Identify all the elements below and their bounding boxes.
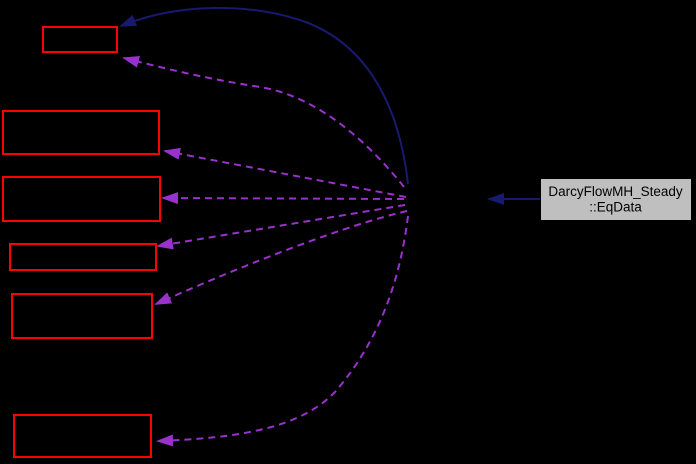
inheritance-edge-to-node-1 <box>119 7 409 185</box>
usage-edge-to-node-3 <box>161 192 405 205</box>
main-node-label-line-1: DarcyFlowMH_Steady <box>548 184 683 199</box>
main-node-box[interactable] <box>540 178 692 221</box>
truncated-node-6[interactable] <box>13 414 152 458</box>
truncated-node-3[interactable] <box>2 176 161 222</box>
main-node-label-line-2: ::EqData <box>589 200 642 215</box>
truncated-node-5[interactable] <box>11 293 153 339</box>
usage-edge-to-node-1 <box>122 55 405 188</box>
usage-edge-to-node-5 <box>154 210 408 305</box>
usage-edge-to-node-2 <box>163 147 407 198</box>
usage-edge-to-node-4 <box>156 204 406 250</box>
usage-edge-to-node-6 <box>156 215 409 447</box>
main-node-darcyflowmh-steady-eqdata[interactable]: DarcyFlowMH_Steady ::EqData <box>540 178 692 221</box>
truncated-node-1[interactable] <box>42 26 118 53</box>
truncated-node-2[interactable] <box>2 110 160 155</box>
truncated-node-4[interactable] <box>9 243 157 271</box>
